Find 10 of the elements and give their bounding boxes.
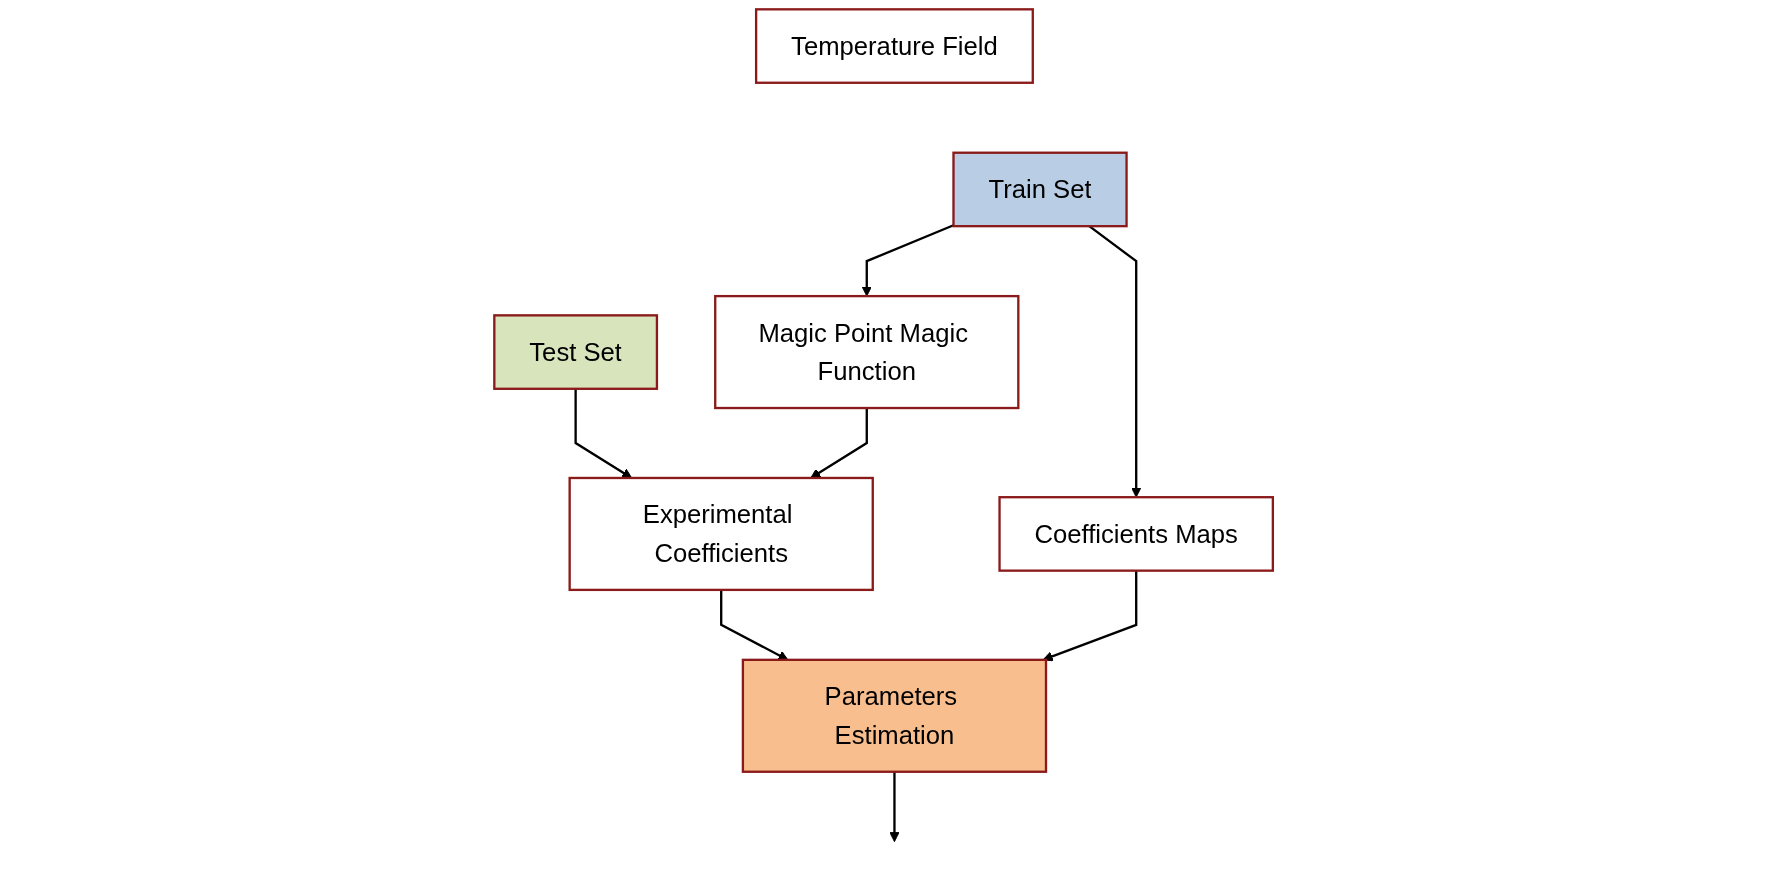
node-box: Parameters Estimation (741, 658, 1048, 773)
arrow (861, 224, 954, 297)
node-box: Temperature Field (754, 8, 1034, 84)
arrow (889, 771, 900, 843)
node-box: Magic Point Magic Function (713, 294, 1020, 410)
node-box: Coefficients Maps (998, 496, 1274, 572)
arrow (1042, 570, 1138, 662)
node-box: Test Set (493, 314, 658, 390)
node-box: Train Set (952, 151, 1128, 228)
node-box: Experimental Coefficients (568, 476, 874, 592)
